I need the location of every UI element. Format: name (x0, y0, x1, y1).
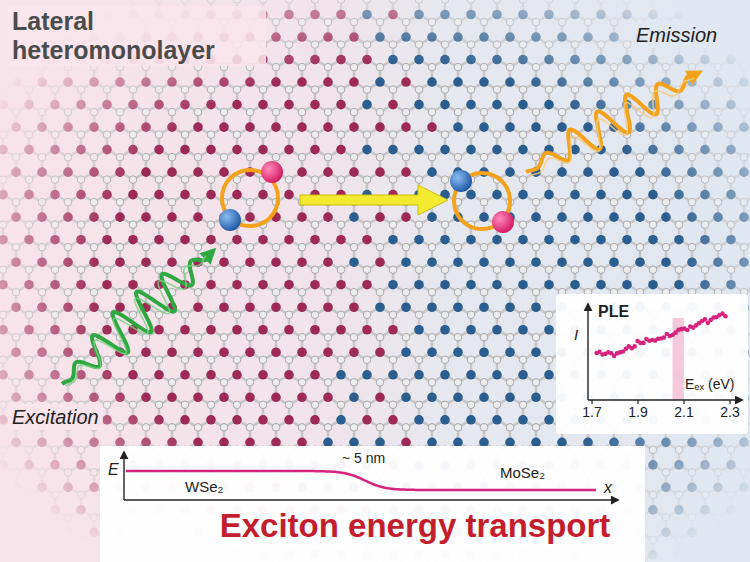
abstract-canvas: Lateral heteromonolayerEmissionExcitatio… (0, 0, 750, 562)
